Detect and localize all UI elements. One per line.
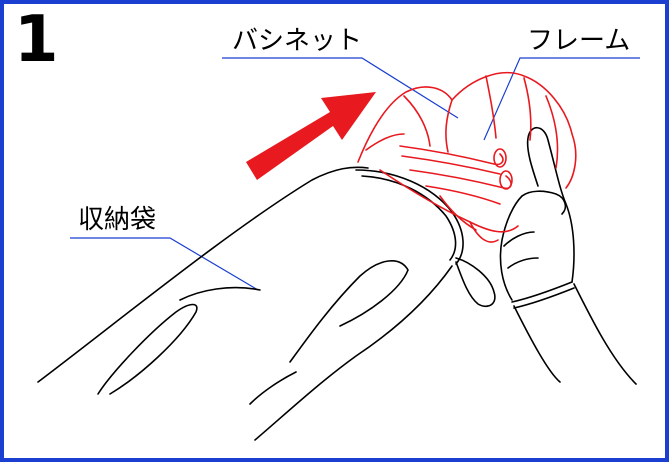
- hand: [499, 126, 637, 385]
- label-storage-bag: 収納袋: [78, 205, 157, 235]
- leader-line-storage-bag: [70, 237, 259, 291]
- label-bassinet: バシネット: [232, 26, 363, 56]
- step-number: 1: [14, 3, 59, 77]
- label-frame: フレーム: [527, 26, 631, 56]
- storage-bag: [37, 166, 496, 441]
- leader-line-frame: [483, 57, 640, 141]
- bassinet: [357, 71, 577, 243]
- leader-lines: [70, 57, 640, 291]
- direction-arrow: [246, 92, 376, 180]
- leader-line-bassinet: [222, 57, 459, 119]
